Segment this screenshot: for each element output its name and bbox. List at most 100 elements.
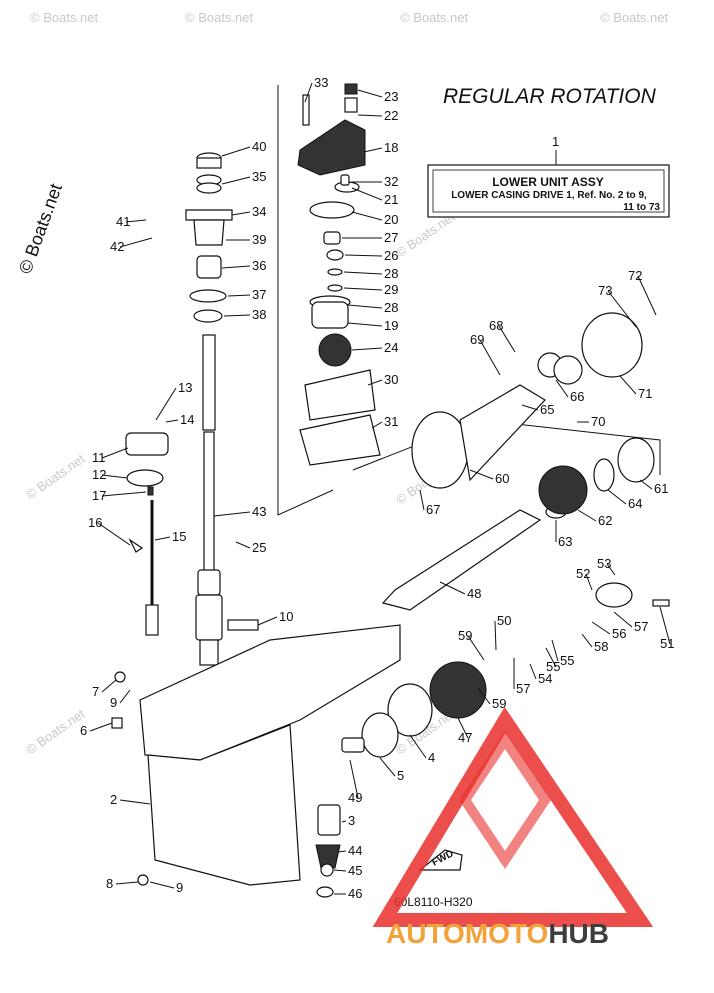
leader-line [357,114,383,117]
part-number-label: 51 [660,636,674,651]
part-number-label: 60 [495,471,509,486]
part-number-label: 67 [426,502,440,517]
leader-line [545,647,557,668]
water-pump-group [297,83,381,466]
part-number-label: 57 [516,681,530,696]
leader-line [347,304,383,309]
part-number-label: 48 [467,586,481,601]
automotohub-logo: AUTOMOTOHUB [372,706,654,949]
part-number-label: 58 [594,639,608,654]
watermark-text: © Boats.net [185,10,254,25]
part-number-label: 29 [384,282,398,297]
part-number-label: 53 [597,556,611,571]
part-number-label: 19 [384,318,398,333]
leader-line [223,314,251,317]
leader-line [607,290,637,328]
callout-box [427,164,670,218]
part-number-label: 73 [598,283,612,298]
leader-line [165,419,179,423]
leader-line [119,799,151,805]
part-number-label: 25 [252,540,266,555]
part-number-label: 55 [546,659,560,674]
leader-line [333,869,347,872]
leader-line [119,237,153,248]
leader-line [351,211,383,221]
part-number-label: 18 [384,140,398,155]
part-number-label: 47 [458,730,472,745]
part-number-label: 28 [384,300,398,315]
leader-line [371,421,383,429]
callout-ref-number: 1 [552,134,559,149]
leader-line [613,611,633,628]
callout-line3: 11 to 73 [623,202,660,213]
watermark-text: © Boats.net [600,10,669,25]
part-number-label: 32 [384,174,398,189]
leader-line [551,639,559,662]
leader-line [155,387,177,421]
leader-line [585,573,593,591]
figure-code: 60L8110-H320 [394,895,473,909]
part-number-label: 44 [348,843,362,858]
leader-line [89,722,113,732]
part-number-label: 4 [428,750,435,765]
leader-line [606,563,616,576]
leader-line [154,536,171,541]
part-number-label: 33 [314,75,328,90]
drive-shaft-group [185,152,233,666]
part-number-label: 34 [252,204,266,219]
part-number-label: 7 [92,684,99,699]
part-number-label: 8 [106,876,113,891]
leader-line [115,881,139,885]
leader-line [607,489,627,505]
leader-line [457,717,469,739]
leader-line [581,633,593,648]
leader-line [257,616,278,626]
upper-shaft [202,334,216,431]
leader-line [227,294,251,297]
leader-line [119,689,131,704]
leader-line [221,146,251,157]
part-number-label: 27 [384,230,398,245]
part-number-label: 59 [492,696,506,711]
part-number-label: 66 [570,389,584,404]
logo-text-hub: HUB [548,918,609,949]
shift-rod-group [125,432,169,636]
leader-line [363,147,383,153]
part-number-label: 35 [252,169,266,184]
part-number-label: 5 [397,768,404,783]
drive-shaft-43 [203,431,215,573]
part-number-label: 38 [252,307,266,322]
part-number-label: 46 [348,886,362,901]
part-number-labels: 2345678991011121314151617181920212223242… [80,75,674,901]
part-number-label: 65 [540,402,554,417]
part-number-label: 64 [628,496,642,511]
part-number-label: 69 [470,332,484,347]
assembly-callout: 1 LOWER UNIT ASSY LOWER CASING DRIVE 1, … [427,134,670,218]
leader-line [343,271,383,275]
part-number-label: 56 [612,626,626,641]
part-number-label: 3 [348,813,355,828]
part-number-label: 37 [252,287,266,302]
leader-line [439,581,466,595]
part-number-label: 36 [252,258,266,273]
leader-line [101,679,117,693]
leader-line [351,347,383,351]
callout-line1: LOWER UNIT ASSY [492,175,604,189]
leader-line [349,759,359,799]
part-number-label: 16 [88,515,102,530]
diagram-title: REGULAR ROTATION [443,85,657,108]
part-number-label: 70 [591,414,605,429]
logo-text: AUTOMOTOHUB [386,918,609,949]
part-number-label: 24 [384,340,398,355]
leader-line [477,687,491,705]
leader-line [304,82,313,103]
part-number-label: 50 [497,613,511,628]
part-number-label: 31 [384,414,398,429]
part-number-label: 62 [598,513,612,528]
leader-line [409,734,427,759]
part-number-label: 54 [538,671,552,686]
part-number-label: 71 [638,386,652,401]
part-number-label: 12 [92,467,106,482]
part-number-label: 15 [172,529,186,544]
